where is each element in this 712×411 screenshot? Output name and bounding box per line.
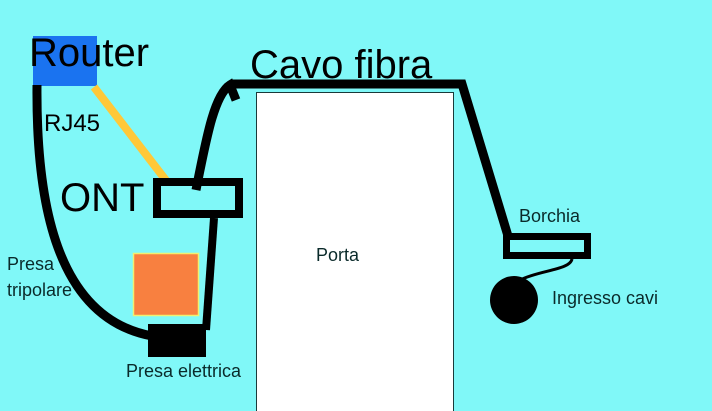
cable-entry-hole	[490, 276, 538, 324]
fiber-cable	[191, 78, 513, 238]
three-pin-socket	[132, 252, 200, 317]
ont-label: ONT	[60, 176, 144, 220]
three-pin-socket-label-2: tripolare	[7, 280, 72, 300]
rj45-label: RJ45	[44, 110, 100, 137]
electric-socket	[148, 324, 206, 357]
router-label: Router	[29, 31, 149, 75]
borchia-cable	[519, 258, 574, 282]
router-power-cable	[32, 84, 153, 341]
rj45-cable	[90, 84, 172, 186]
ont-power-cable	[202, 217, 218, 331]
door	[256, 92, 454, 411]
borchia-box	[503, 233, 591, 259]
fiber-cable-label: Cavo fibra	[250, 43, 433, 87]
router-box	[33, 36, 97, 86]
door-label: Porta	[316, 245, 360, 265]
electric-socket-label: Presa elettrica	[126, 361, 242, 381]
cable-entry-label: Ingresso cavi	[552, 288, 658, 308]
borchia-label: Borchia	[519, 206, 581, 226]
three-pin-socket-label-1: Presa	[7, 254, 55, 274]
